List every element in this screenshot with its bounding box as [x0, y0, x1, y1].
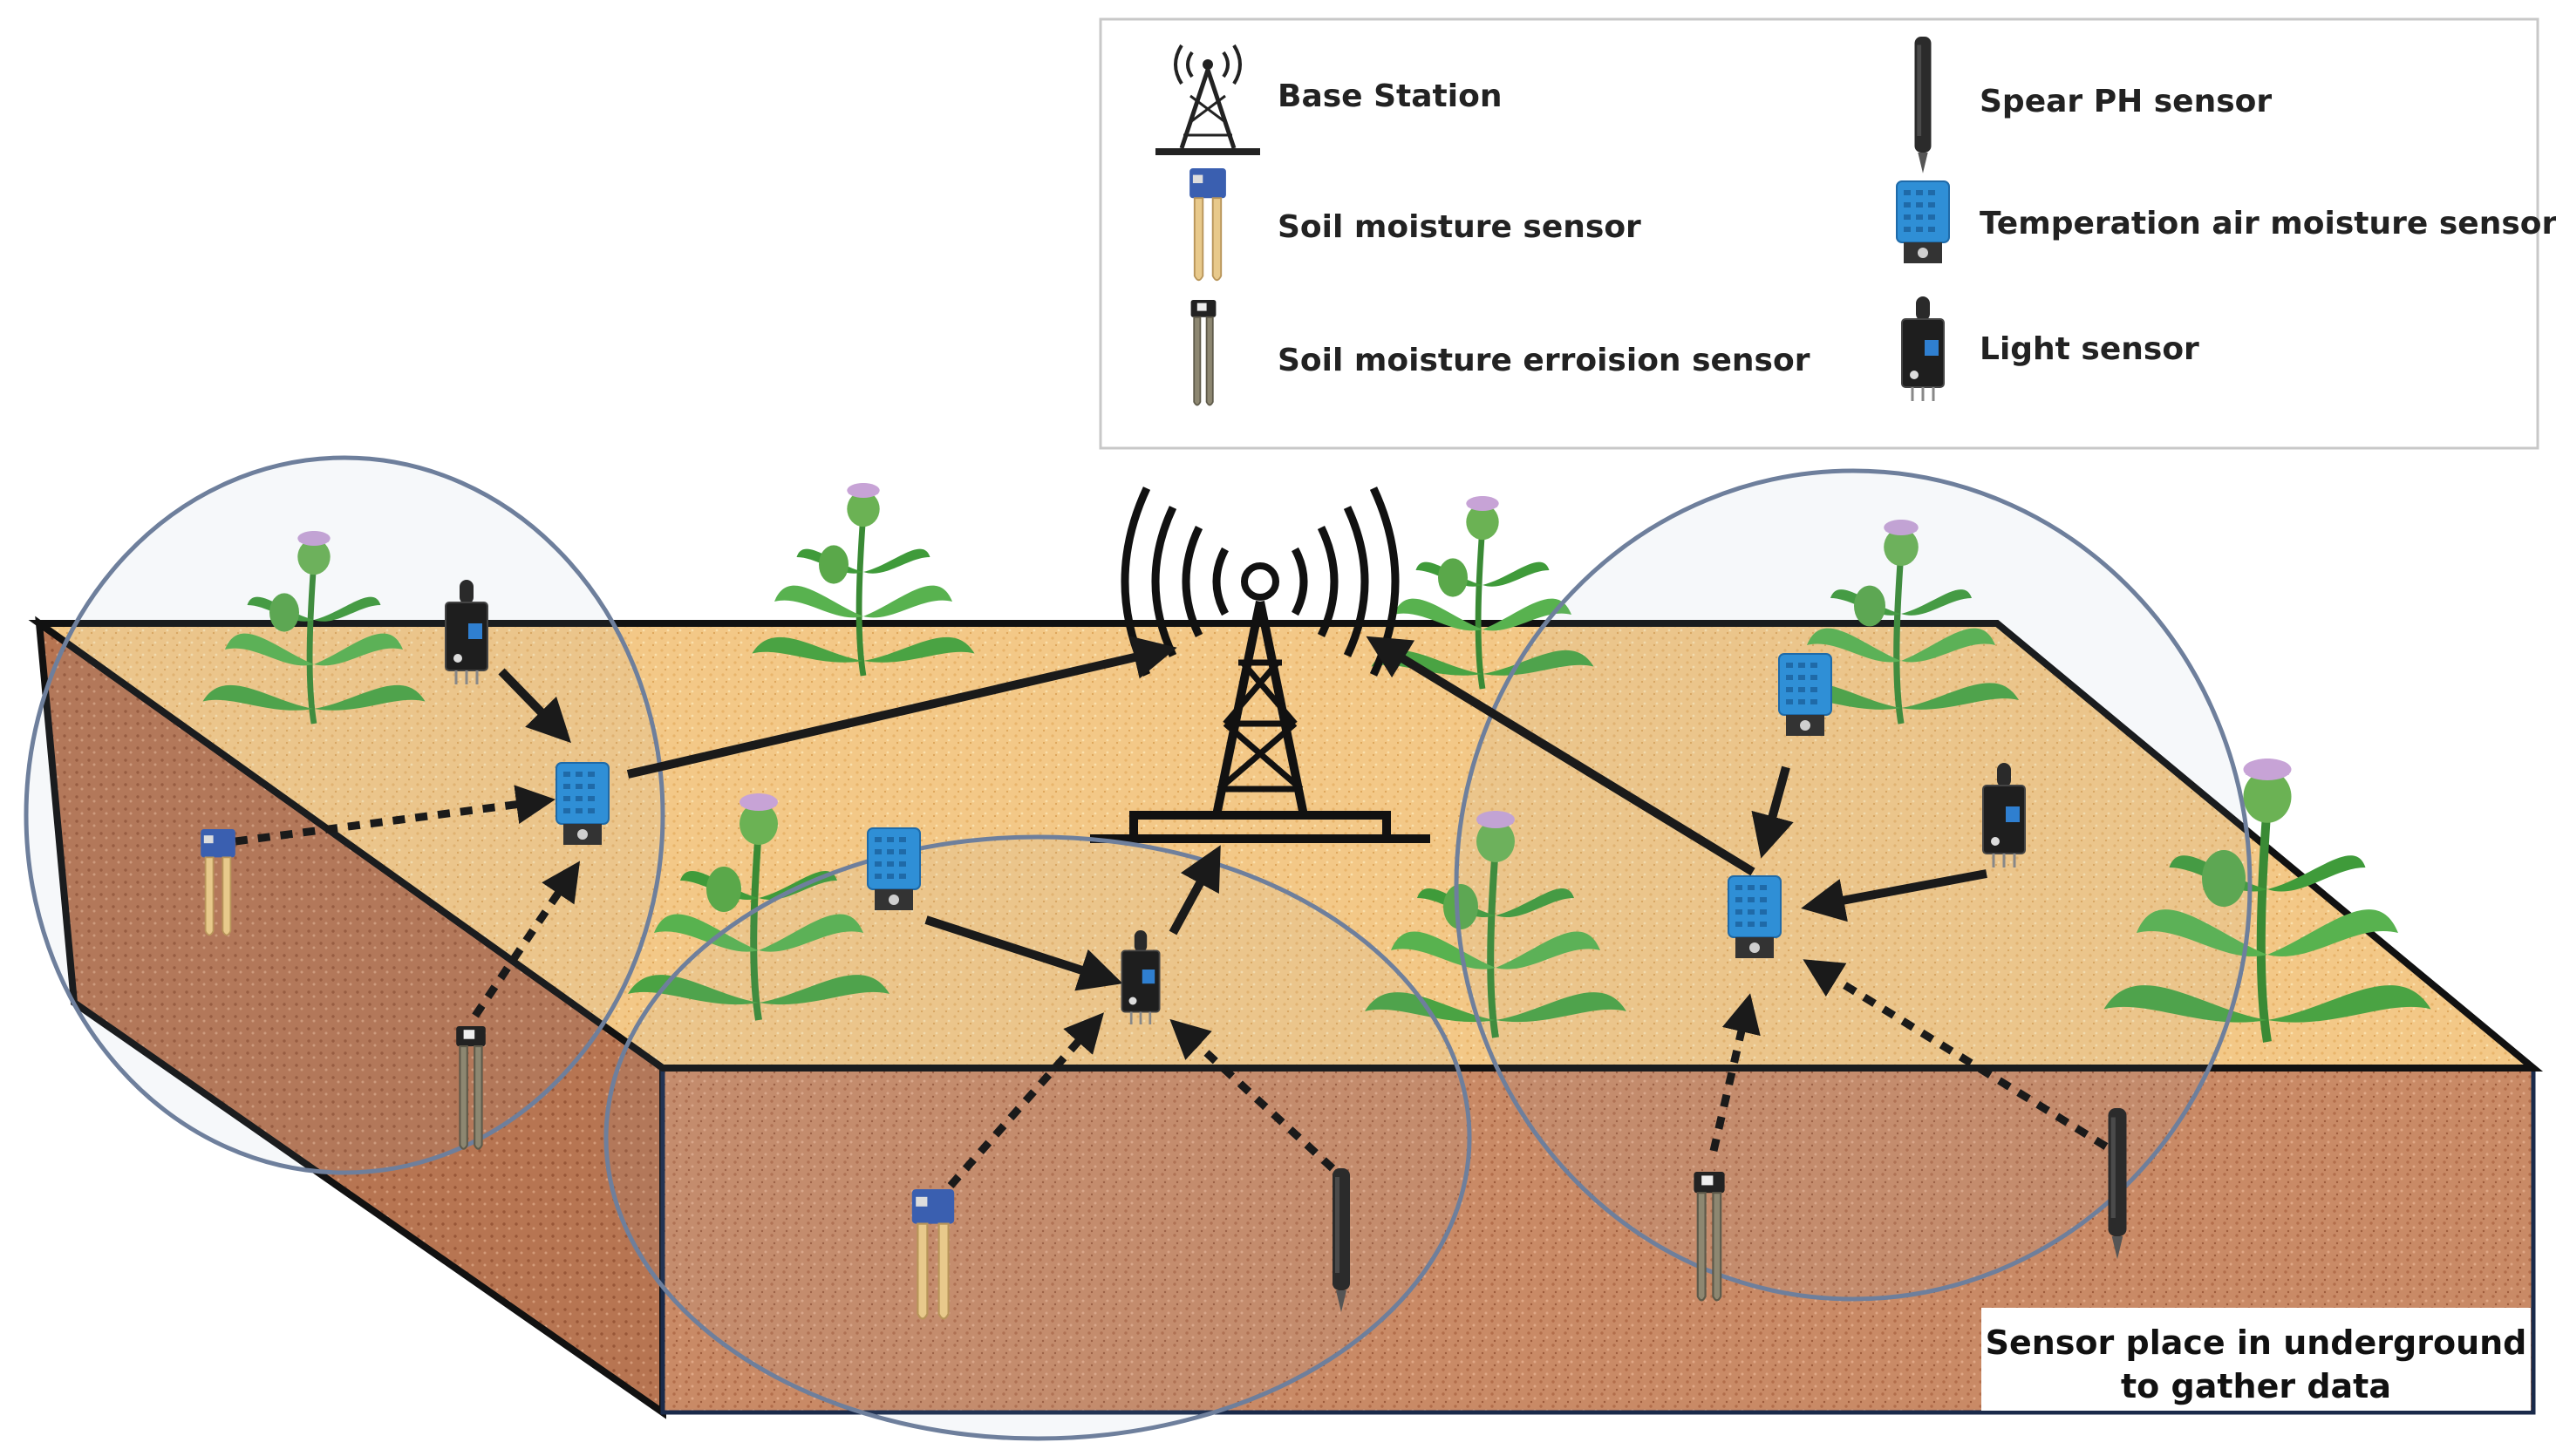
tower-icon	[1155, 44, 1260, 155]
legend-label-base-station: Base Station	[1278, 78, 1502, 114]
link-arrow	[1366, 636, 1755, 876]
link-arrow	[626, 636, 1177, 779]
data-links	[235, 636, 2109, 1188]
link-arrow	[1801, 869, 1987, 922]
legend-panel: Base Station Soil moisture sensor Soil m…	[1099, 17, 2556, 450]
temperature-sensor-node	[556, 762, 610, 846]
link-arrow-dashed	[947, 1012, 1104, 1188]
cluster-circle-middle	[603, 834, 1472, 1441]
link-arrow	[924, 915, 1123, 991]
link-arrow-dashed	[235, 785, 556, 846]
legend-label-soil-moisture: Soil moisture sensor	[1278, 209, 1641, 245]
link-arrow-dashed	[472, 861, 581, 1018]
underground-note: Sensor place in underground to gather da…	[1981, 1308, 2531, 1411]
note-line-1: Sensor place in underground	[1986, 1323, 2527, 1362]
temperature-sensor-icon	[1896, 180, 1950, 264]
link-arrow	[1169, 845, 1221, 936]
legend-label-temp-air: Temperation air moisture sensor	[1980, 206, 2556, 242]
cluster-circle-left	[24, 455, 665, 1175]
cluster-circle-right	[1454, 468, 2253, 1302]
legend-label-soil-erosion: Soil moisture erroision sensor	[1278, 343, 1810, 378]
link-arrow-dashed	[1709, 993, 1761, 1153]
link-arrow	[1751, 765, 1794, 859]
note-line-2: to gather data	[2121, 1367, 2391, 1405]
temperature-sensor-node	[867, 827, 921, 911]
field-top-face	[28, 620, 2544, 1072]
link-arrow	[498, 668, 571, 744]
legend-label-spear-ph: Spear PH sensor	[1980, 84, 2272, 119]
temperature-sensor-node	[1778, 653, 1832, 737]
legend-label-light: Light sensor	[1980, 331, 2199, 367]
temperature-sensor-node	[1728, 875, 1782, 959]
cluster-circles	[24, 455, 2253, 1441]
